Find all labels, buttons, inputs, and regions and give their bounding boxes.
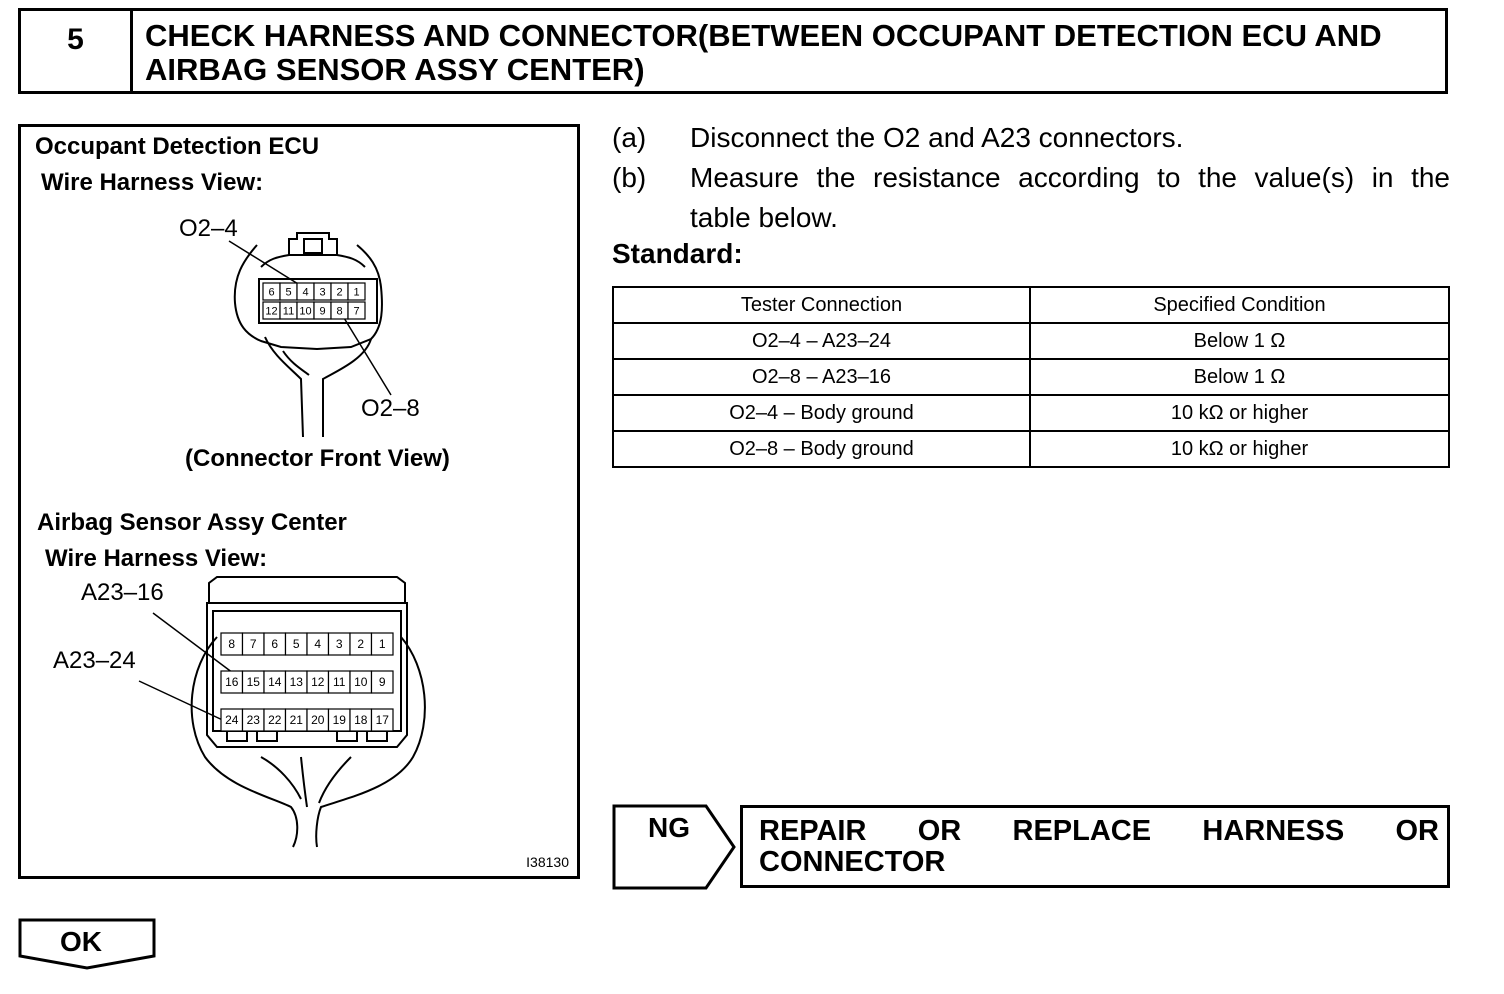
instruction-a-marker: (a): [612, 122, 647, 153]
ecu-pin8-label: O2–8: [361, 395, 420, 422]
cell-connection: O2–8 – A23–16: [611, 358, 1032, 396]
connector-figure: Occupant Detection ECU Wire Harness View…: [18, 124, 580, 879]
cell-condition: Below 1 Ω: [1029, 358, 1450, 396]
cell-connection: O2–4 – Body ground: [611, 394, 1032, 432]
spec-table: Tester Connection Specified Condition O2…: [611, 286, 1450, 468]
airbag-pin-number: 1: [379, 637, 386, 651]
ng-action-line2: CONNECTOR: [759, 846, 946, 878]
standard-label: Standard:: [612, 238, 743, 269]
ng-label: NG: [648, 812, 690, 843]
airbag-pin-number: 5: [293, 637, 300, 651]
airbag-pin-number: 23: [247, 713, 261, 727]
ecu-pin-number: 3: [319, 287, 325, 299]
header-tester-connection: Tester Connection: [611, 286, 1032, 324]
ng-action-box: REPAIR OR REPLACE HARNESS OR CONNECTOR: [740, 805, 1450, 888]
ecu-pin-number: 6: [268, 287, 274, 299]
ecu-pin-number: 11: [283, 306, 294, 318]
airbag-pin-number: 17: [376, 713, 390, 727]
airbag-pin24-label: A23–24: [53, 647, 136, 674]
airbag-pin-number: 9: [379, 675, 386, 689]
step-title: CHECK HARNESS AND CONNECTOR(BETWEEN OCCU…: [145, 18, 1382, 87]
ecu-pin-number: 5: [285, 287, 291, 299]
instruction-a-text: Disconnect the O2 and A23 connectors.: [690, 122, 1184, 153]
airbag-pin-cell: [370, 670, 394, 694]
table-row: O2–8 – A23–16 Below 1 Ω: [611, 358, 1450, 396]
airbag-pin-number: 19: [333, 713, 347, 727]
ecu-pin-number: 12: [265, 306, 277, 318]
airbag-pin-number: 15: [247, 675, 261, 689]
cell-condition: 10 kΩ or higher: [1029, 394, 1450, 432]
airbag-pin-number: 22: [268, 713, 282, 727]
table-row: O2–8 – Body ground 10 kΩ or higher: [611, 430, 1450, 468]
table-header-row: Tester Connection Specified Condition: [611, 286, 1450, 324]
airbag-pin-number: 3: [336, 637, 343, 651]
ecu-pin-number: 2: [336, 287, 342, 299]
airbag-pin-number: 7: [250, 637, 257, 651]
airbag-pin-number: 6: [271, 637, 278, 651]
ecu-view-label: Wire Harness View:: [41, 169, 264, 196]
table-row: O2–4 – Body ground 10 kΩ or higher: [611, 394, 1450, 432]
airbag-pin-number: 8: [228, 637, 235, 651]
ecu-pin-cell: [347, 301, 366, 320]
airbag-pin-number: 18: [354, 713, 368, 727]
airbag-pin-number: 12: [311, 675, 325, 689]
header-specified-condition: Specified Condition: [1029, 286, 1450, 324]
cell-condition: Below 1 Ω: [1029, 322, 1450, 360]
ecu-caption: (Connector Front View): [185, 445, 450, 472]
cell-connection: O2–4 – A23–24: [611, 322, 1032, 360]
ecu-pin-number: 10: [299, 306, 311, 318]
airbag-pin16-label: A23–16: [81, 579, 164, 606]
airbag-pin-cell: [370, 632, 394, 656]
ecu-pin-cell: [347, 282, 366, 301]
ecu-pin-number: 9: [319, 306, 325, 318]
instruction-b-text: Measure the resistance according to the …: [690, 162, 1450, 193]
table-row: O2–4 – A23–24 Below 1 Ω: [611, 322, 1450, 360]
airbag-title: Airbag Sensor Assy Center: [37, 509, 347, 536]
figure-code: I38130: [526, 854, 569, 870]
airbag-pin-number: 20: [311, 713, 325, 727]
cell-condition: 10 kΩ or higher: [1029, 430, 1450, 468]
ecu-pin-number: 1: [353, 287, 359, 299]
airbag-pin-cell: [370, 708, 394, 732]
airbag-pin-number: 2: [357, 637, 364, 651]
airbag-pin-number: 13: [290, 675, 304, 689]
airbag-pin-number: 4: [314, 637, 321, 651]
ecu-pin4-label: O2–4: [179, 215, 238, 242]
airbag-pin-number: 24: [225, 713, 239, 727]
airbag-pin-number: 10: [354, 675, 368, 689]
instruction-b-text-cont: table below.: [690, 202, 838, 233]
ecu-title: Occupant Detection ECU: [35, 133, 320, 160]
ng-action-line1: REPAIR OR REPLACE HARNESS OR: [759, 815, 1439, 847]
ecu-pin-number: 7: [353, 306, 359, 318]
ok-label: OK: [60, 926, 102, 957]
airbag-pin-number: 16: [225, 675, 239, 689]
airbag-pin-number: 14: [268, 675, 282, 689]
ok-arrow: [18, 918, 156, 970]
airbag-pin-number: 21: [290, 713, 304, 727]
ecu-pin-number: 4: [302, 287, 308, 299]
ng-arrow: [612, 804, 736, 890]
step-number: 5: [21, 11, 133, 91]
airbag-pin-number: 11: [333, 675, 346, 689]
step-header: 5 CHECK HARNESS AND CONNECTOR(BETWEEN OC…: [18, 8, 1448, 94]
airbag-view-label: Wire Harness View:: [45, 545, 268, 572]
cell-connection: O2–8 – Body ground: [611, 430, 1032, 468]
ecu-pin-number: 8: [336, 306, 342, 318]
instruction-b-marker: (b): [612, 162, 647, 193]
